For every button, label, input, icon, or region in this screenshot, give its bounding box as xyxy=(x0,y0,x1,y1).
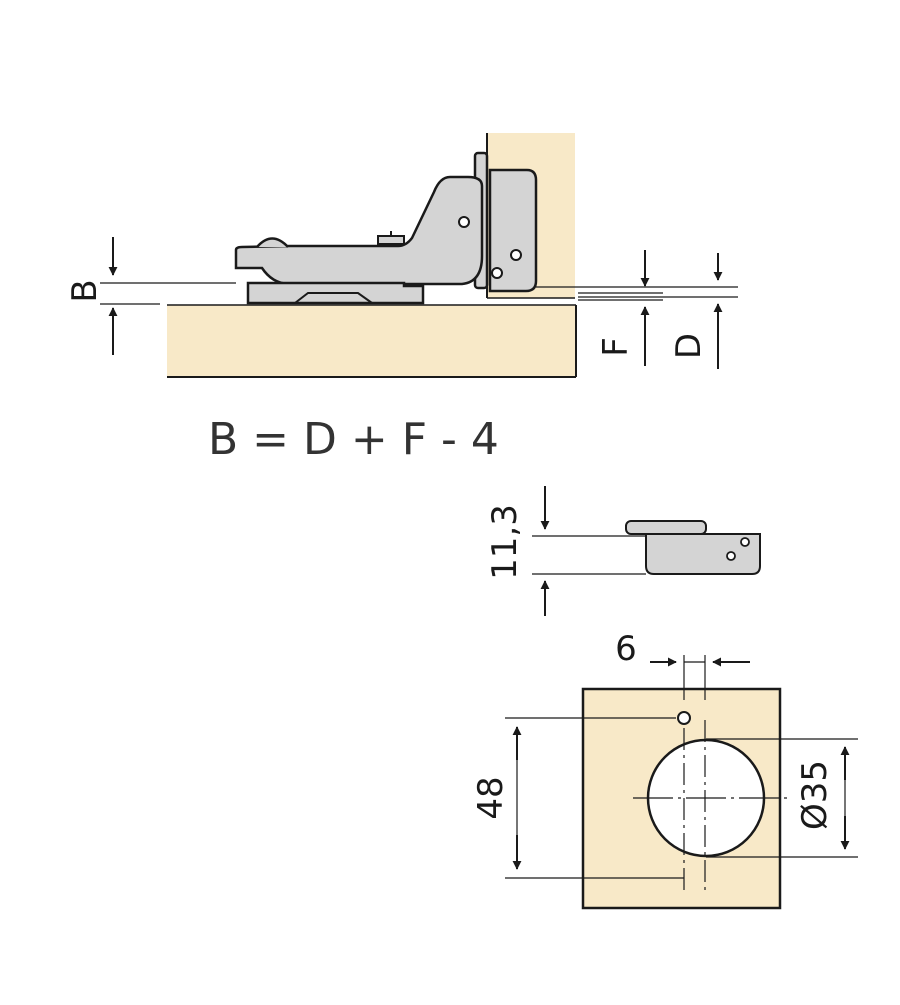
label-hinge-height: 11,3 xyxy=(485,504,525,580)
drilling-pattern-view: 6 48 Ø35 xyxy=(471,629,858,910)
plate-screw-hole xyxy=(510,249,522,261)
arm-knob xyxy=(256,237,289,248)
profile-hole xyxy=(726,551,736,561)
adjustment-screw xyxy=(377,235,405,245)
side-view: B F D xyxy=(65,133,738,378)
door-panel xyxy=(167,305,576,377)
hinge-height-view: 11,3 xyxy=(485,486,761,616)
label-b: B xyxy=(65,279,105,302)
label-f: F xyxy=(596,337,636,357)
label-hole-offset: 6 xyxy=(615,629,637,669)
mounting-plate xyxy=(488,168,538,293)
hinge-arm xyxy=(234,175,484,286)
pilot-hole xyxy=(677,711,691,725)
plate-screw-hole xyxy=(491,267,503,279)
label-d: D xyxy=(669,333,709,359)
label-hole-spacing: 48 xyxy=(471,776,511,819)
profile-hole xyxy=(740,537,750,547)
hinge-profile-body xyxy=(645,533,761,575)
hinge-profile-top xyxy=(625,520,707,535)
arm-pivot-hole xyxy=(458,216,470,228)
label-cup-diameter: Ø35 xyxy=(795,760,835,830)
formula-text: B = D + F - 4 xyxy=(208,414,499,465)
